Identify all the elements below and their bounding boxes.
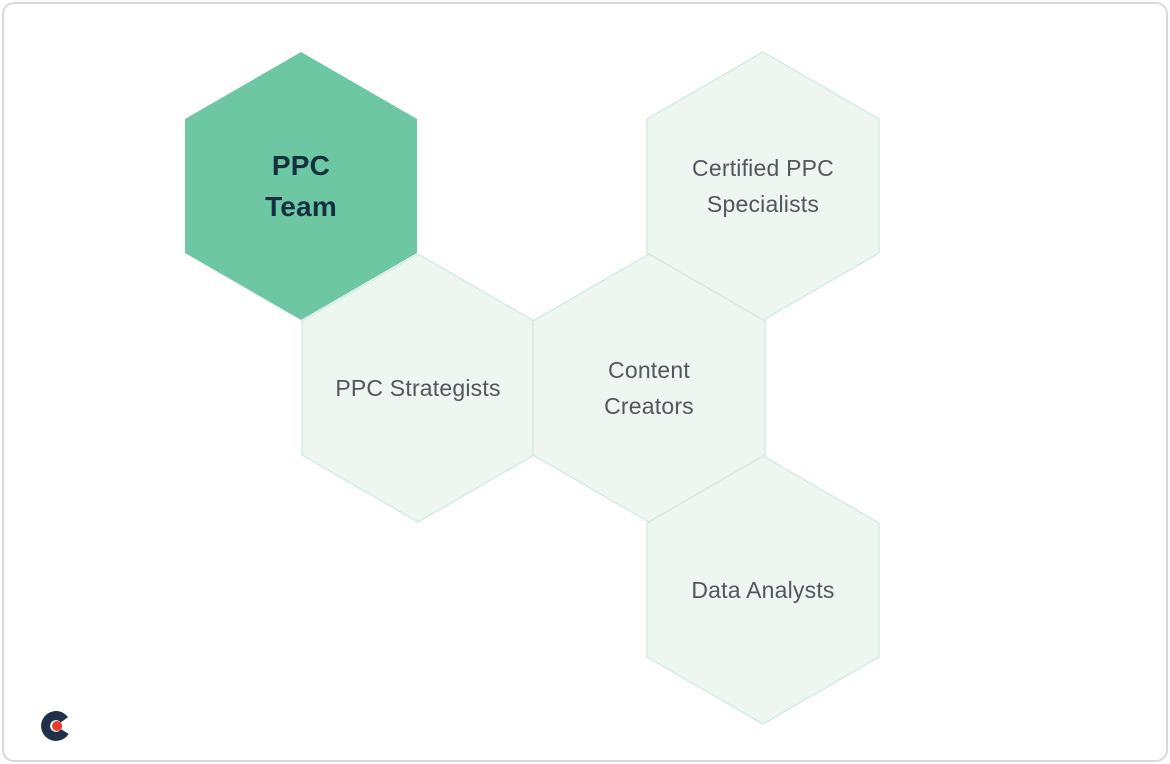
hexagon-shape-icon (185, 52, 417, 320)
hexagon-shape-icon (646, 455, 880, 725)
hex-data-analysts: Data Analysts (646, 455, 880, 725)
brand-logo (40, 710, 72, 742)
hex-chart-canvas: PPC Team Certified PPC Specialists PPC S… (4, 4, 1166, 760)
hexagon-shape-icon (301, 253, 535, 523)
hex-ppc-strategists: PPC Strategists (301, 253, 535, 523)
c-brand-logo-icon (41, 711, 71, 741)
